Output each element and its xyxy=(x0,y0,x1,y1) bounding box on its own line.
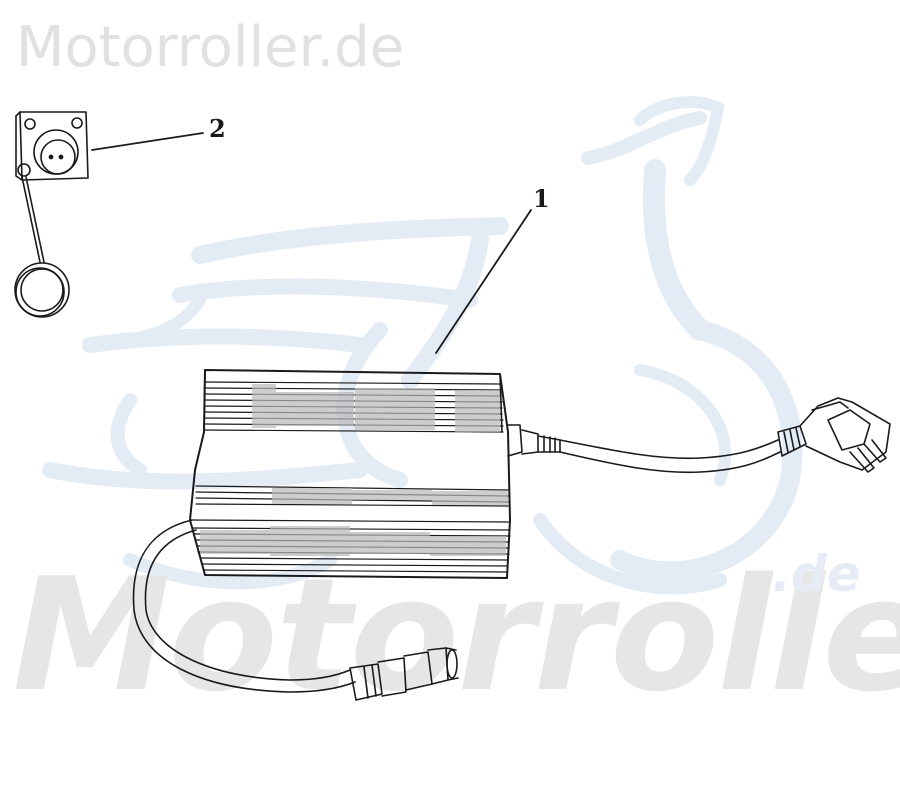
output-cable-drawing xyxy=(132,519,459,701)
wordmark-suffix-watermark: .de xyxy=(772,545,861,603)
site-watermark-text: Motorroller.de xyxy=(16,15,405,80)
wordmark-watermark: Motorroller xyxy=(12,544,900,726)
callout-number-1: 1 xyxy=(533,184,550,213)
mains-cable-drawing xyxy=(507,397,891,474)
leader-line-2 xyxy=(91,132,204,151)
charger-unit-drawing xyxy=(189,369,511,579)
charging-socket-drawing xyxy=(14,111,89,318)
leader-line-1 xyxy=(435,209,532,354)
callout-number-2: 2 xyxy=(209,114,226,143)
